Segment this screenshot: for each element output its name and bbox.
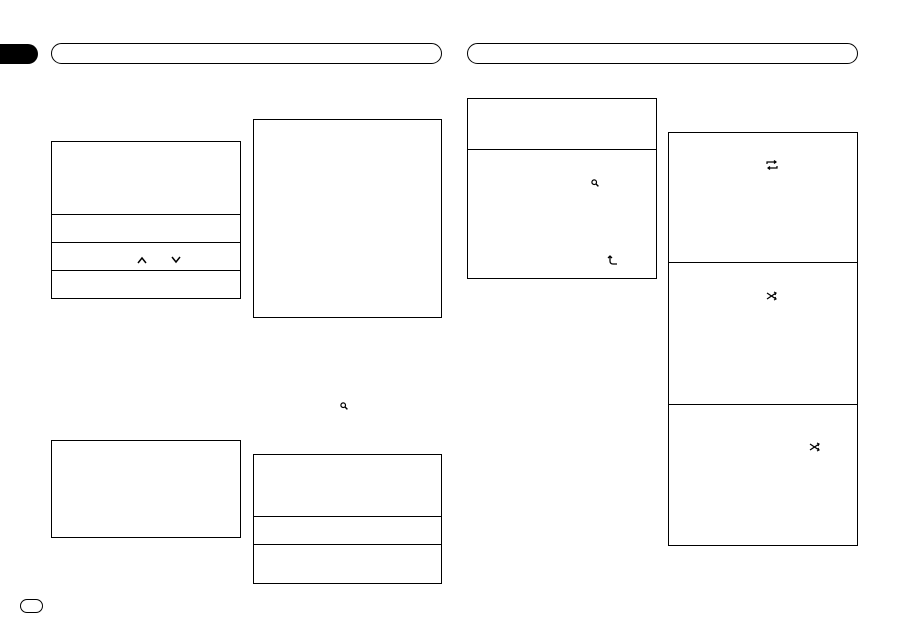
table-divider	[468, 149, 656, 150]
chevron-down-icon	[171, 256, 181, 264]
table-divider	[254, 544, 441, 545]
table-browse	[467, 98, 657, 279]
shuffle-icon	[766, 291, 777, 301]
right-page-header-bar	[467, 43, 858, 64]
table-divider	[669, 404, 857, 405]
table-info	[51, 440, 241, 538]
table-divider	[52, 242, 240, 243]
table-navigation	[51, 141, 241, 299]
table-divider	[52, 270, 240, 271]
table-search	[253, 454, 442, 584]
search-icon	[340, 402, 348, 410]
shuffle-icon	[809, 442, 820, 452]
language-badge	[20, 599, 43, 613]
search-icon	[591, 179, 599, 187]
table-divider	[669, 262, 857, 263]
section-tab	[0, 44, 38, 64]
return-icon	[607, 255, 617, 265]
chevron-up-icon	[137, 256, 147, 264]
table-divider	[52, 214, 240, 215]
table-playback-modes	[668, 132, 858, 546]
repeat-icon	[766, 160, 778, 170]
note-box	[253, 119, 442, 318]
left-page-header-bar	[51, 43, 442, 64]
table-divider	[254, 516, 441, 517]
